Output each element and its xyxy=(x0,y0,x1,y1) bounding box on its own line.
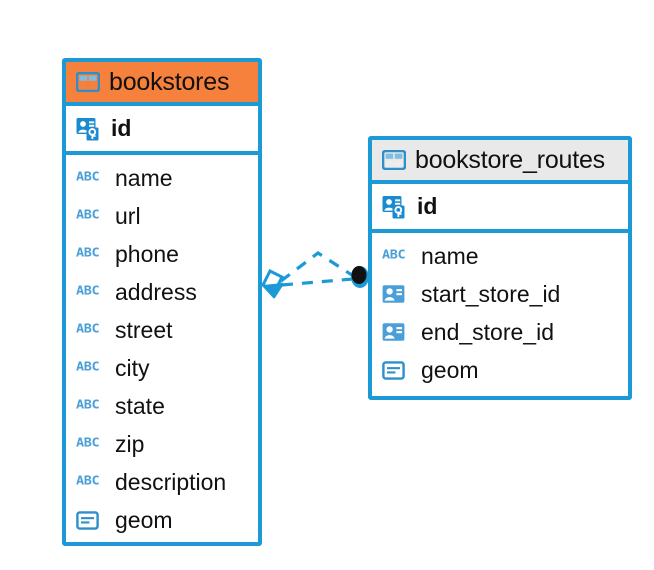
field-label-id: id xyxy=(417,193,438,219)
entity-header-bookstores[interactable]: bookstores xyxy=(66,62,258,106)
field-row-street[interactable]: ABC street xyxy=(66,311,258,349)
field-row-zip[interactable]: ABC zip xyxy=(66,425,258,463)
relationship-line-straight[interactable] xyxy=(281,277,354,287)
field-row-start-store-id[interactable]: start_store_id xyxy=(372,275,628,313)
field-row-geom[interactable]: geom xyxy=(372,351,628,389)
relationship-line-arc[interactable] xyxy=(280,251,356,283)
field-label-state: state xyxy=(115,392,165,419)
foreign-key-icon xyxy=(382,284,412,304)
field-row-id[interactable]: id xyxy=(66,106,258,151)
foreign-key-icon xyxy=(382,322,412,342)
field-row-description[interactable]: ABC description xyxy=(66,463,258,501)
field-row-phone[interactable]: ABC phone xyxy=(66,235,258,273)
field-row-name[interactable]: ABC name xyxy=(372,237,628,275)
field-label-url: url xyxy=(115,202,141,229)
abc-text-icon: ABC xyxy=(76,321,100,337)
diamond-marker[interactable] xyxy=(260,268,285,299)
geometry-icon xyxy=(76,510,106,530)
field-label-id: id xyxy=(111,115,132,141)
entity-bookstore-routes[interactable]: bookstore_routes xyxy=(368,136,632,400)
field-row-geom[interactable]: geom xyxy=(66,501,258,539)
field-label-geom: geom xyxy=(115,506,173,533)
abc-text-icon: ABC xyxy=(76,245,100,261)
field-label-city: city xyxy=(115,354,150,381)
primary-key-icon xyxy=(382,194,408,220)
entity-title: bookstore_routes xyxy=(415,145,605,174)
entity-bookstores[interactable]: bookstores id xyxy=(62,58,262,546)
field-label-description: description xyxy=(115,468,227,495)
abc-text-icon: ABC xyxy=(76,473,100,489)
geometry-icon xyxy=(382,360,412,380)
field-row-city[interactable]: ABC city xyxy=(66,349,258,387)
field-label-phone: phone xyxy=(115,240,179,267)
field-label-end-store-id: end_store_id xyxy=(421,318,554,345)
field-row-name[interactable]: ABC name xyxy=(66,159,258,197)
abc-text-icon: ABC xyxy=(76,207,100,223)
field-label-street: street xyxy=(115,316,173,343)
field-row-url[interactable]: ABC url xyxy=(66,197,258,235)
table-grid-icon xyxy=(76,72,100,92)
primary-key-section-bookstores: id xyxy=(66,106,258,155)
filled-circle-marker[interactable] xyxy=(351,266,369,288)
field-row-state[interactable]: ABC state xyxy=(66,387,258,425)
field-label-zip: zip xyxy=(115,430,145,457)
entity-title: bookstores xyxy=(109,67,230,96)
field-label-name: name xyxy=(421,242,479,269)
abc-text-icon: ABC xyxy=(76,435,100,451)
table-grid-icon xyxy=(382,150,406,170)
abc-text-icon: ABC xyxy=(382,247,406,263)
primary-key-icon xyxy=(76,116,102,142)
field-label-address: address xyxy=(115,278,197,305)
entity-header-bookstore-routes[interactable]: bookstore_routes xyxy=(372,140,628,184)
field-list-bookstores: ABC name ABC url ABC phone ABC address A… xyxy=(66,155,258,545)
abc-text-icon: ABC xyxy=(76,397,100,413)
field-label-name: name xyxy=(115,164,173,191)
abc-text-icon: ABC xyxy=(76,169,100,185)
field-row-address[interactable]: ABC address xyxy=(66,273,258,311)
field-row-id[interactable]: id xyxy=(372,184,628,229)
abc-text-icon: ABC xyxy=(76,283,100,299)
primary-key-section-bookstore-routes: id xyxy=(372,184,628,233)
field-list-bookstore-routes: ABC name start_store_id xyxy=(372,233,628,395)
field-row-end-store-id[interactable]: end_store_id xyxy=(372,313,628,351)
field-label-geom: geom xyxy=(421,356,479,383)
abc-text-icon: ABC xyxy=(76,359,100,375)
field-label-start-store-id: start_store_id xyxy=(421,280,561,307)
